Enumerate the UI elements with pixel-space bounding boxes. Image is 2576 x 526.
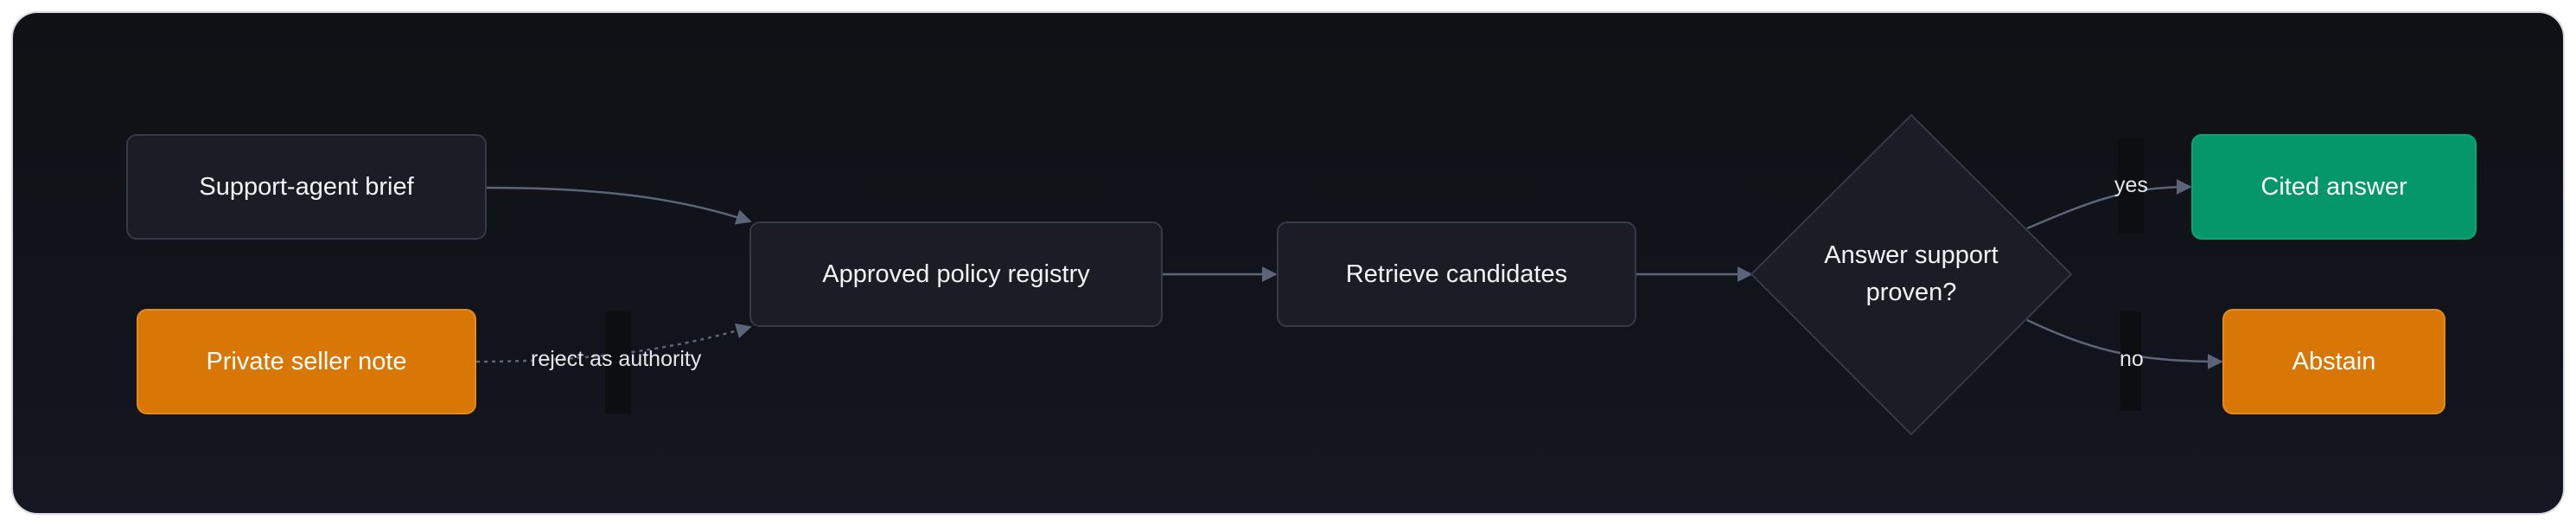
node-private-seller-note-label: Private seller note (206, 347, 407, 375)
node-abstain: Abstain (2222, 309, 2445, 414)
node-retrieve-candidates: Retrieve candidates (1277, 221, 1636, 327)
node-approved-policy-registry-label: Approved policy registry (822, 260, 1090, 288)
edge-label-no: no (2120, 347, 2144, 371)
reject-label-mask (605, 311, 631, 414)
node-retrieve-candidates-label: Retrieve candidates (1345, 260, 1568, 288)
yes-label-mask (2118, 138, 2144, 234)
node-support-agent-brief-label: Support-agent brief (199, 172, 414, 201)
node-support-agent-brief: Support-agent brief (126, 134, 487, 240)
no-label-mask (2120, 311, 2141, 411)
node-cited-answer-label: Cited answer (2260, 172, 2407, 201)
edge-label-reject: reject as authority (531, 347, 702, 371)
edge-label-yes: yes (2114, 173, 2148, 197)
decision-label: Answer support proven? (1824, 241, 1999, 306)
node-approved-policy-registry: Approved policy registry (749, 221, 1163, 327)
node-private-seller-note: Private seller note (137, 309, 476, 414)
node-abstain-label: Abstain (2292, 347, 2376, 375)
node-cited-answer: Cited answer (2191, 134, 2477, 240)
